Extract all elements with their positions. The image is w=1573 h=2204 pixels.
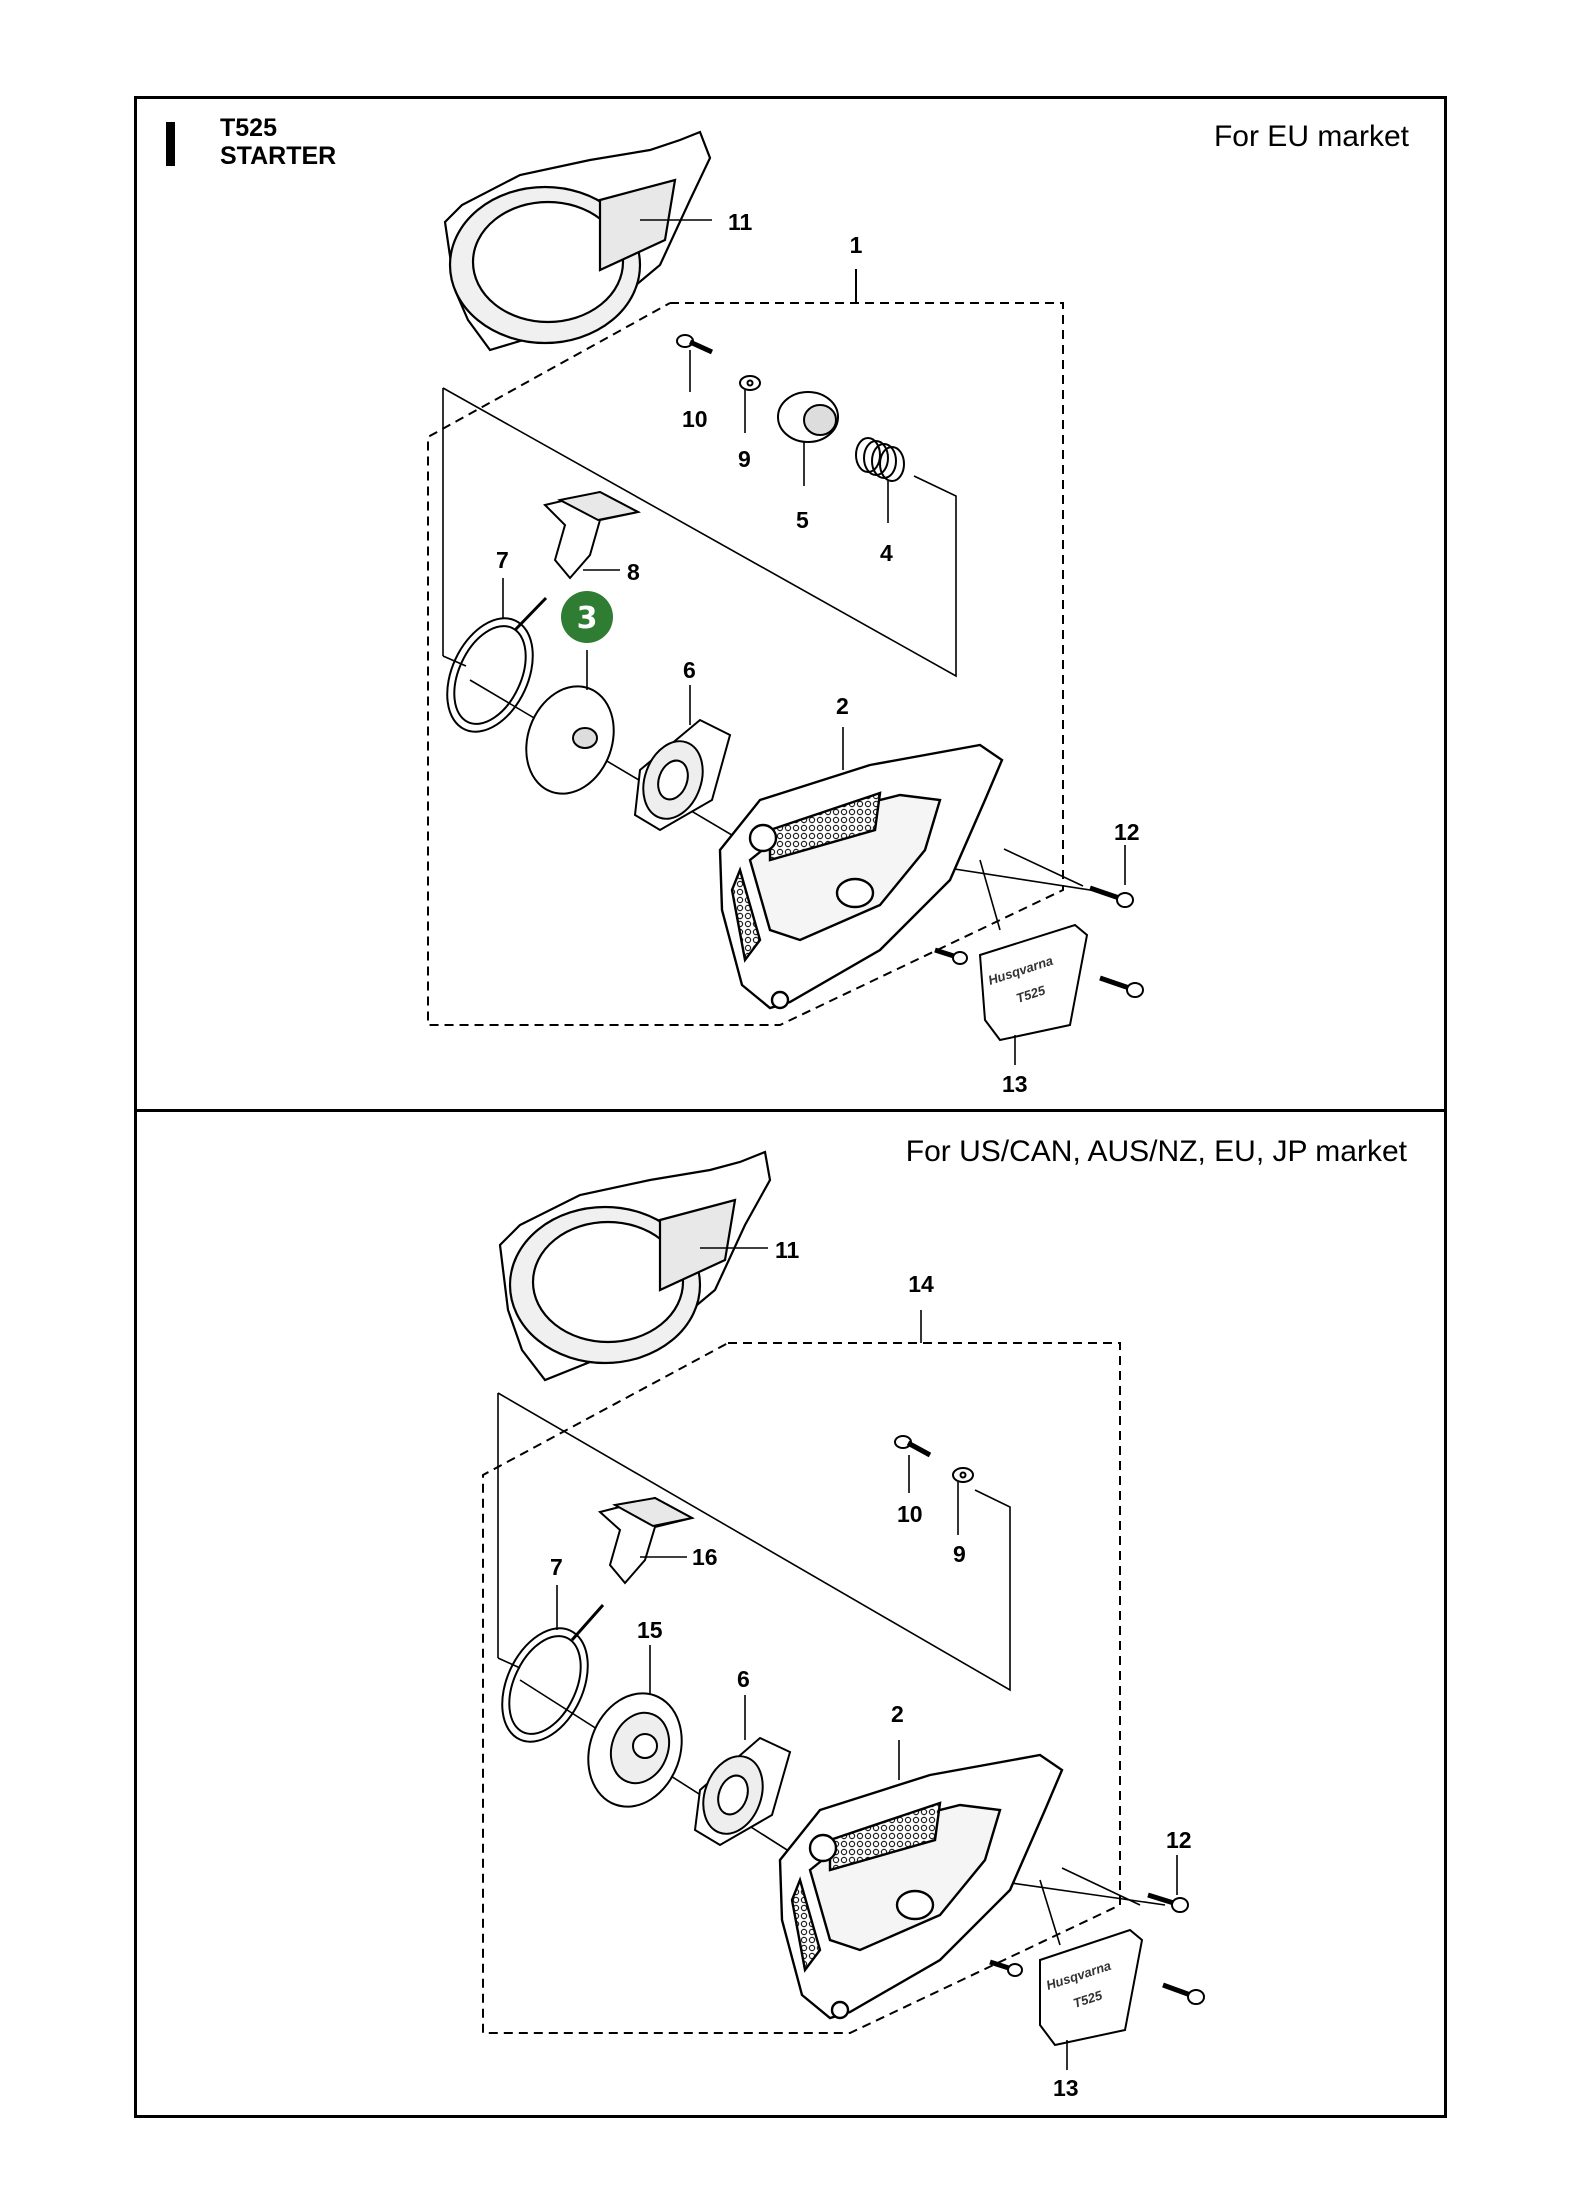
part-spring-7b <box>501 1604 605 1743</box>
callout-14: 14 <box>908 1271 934 1297</box>
part-housing-2b <box>778 1753 1064 2020</box>
drawing-frame <box>134 96 1447 2118</box>
part-decal-13b: Husqvarna T525 <box>1039 1928 1144 2047</box>
part-cover-11b <box>498 1150 772 1382</box>
part-spring-4 <box>855 437 905 482</box>
callout-7b: 7 <box>550 1554 563 1580</box>
part-screw-10b <box>894 1435 932 1458</box>
part-plate-6 <box>633 718 732 832</box>
callout-5: 5 <box>796 507 809 533</box>
part-decal-13: Husqvarna T525 <box>978 923 1089 1042</box>
callout-12: 12 <box>1114 819 1140 845</box>
callout-11: 11 <box>728 209 753 235</box>
callout-11b: 11 <box>775 1237 800 1263</box>
part-handle-16 <box>597 1496 695 1585</box>
callout-15: 15 <box>637 1617 663 1643</box>
kit-boundary-1 <box>427 302 1064 1026</box>
part-cover-11 <box>443 130 712 352</box>
part-washer-9 <box>739 375 761 391</box>
part-housing-2 <box>718 743 1004 1010</box>
part-hub-5 <box>777 391 839 443</box>
part-screw-12b <box>989 1892 1205 2005</box>
panel-global: Husqvarna T525 11 14 10 9 16 7 15 6 2 12… <box>482 1150 1205 2101</box>
part-washer-9b <box>952 1467 974 1483</box>
svg-text:3: 3 <box>577 601 598 636</box>
section-marker <box>166 122 175 166</box>
callout-2b: 2 <box>891 1701 904 1727</box>
kit-boundary-2 <box>482 1342 1121 2034</box>
callout-12b: 12 <box>1166 1827 1192 1853</box>
callout-1: 1 <box>850 232 863 258</box>
market-label-global: For US/CAN, AUS/NZ, EU, JP market <box>905 1135 1407 1168</box>
panel-divider <box>134 1109 1447 1112</box>
highlight-badge-3: 3 <box>561 591 613 643</box>
callout-6b: 6 <box>737 1666 750 1692</box>
callout-10: 10 <box>682 406 708 432</box>
part-screw-10 <box>676 334 714 355</box>
callout-13b: 13 <box>1053 2075 1079 2101</box>
part-screw-12 <box>934 885 1144 998</box>
callout-6: 6 <box>683 657 696 683</box>
callout-9: 9 <box>738 446 751 472</box>
panel-eu: Husqvarna T525 11 1 10 9 5 4 7 8 6 2 12 … <box>427 130 1144 1097</box>
part-spring-7 <box>446 596 548 733</box>
part-pulley-3 <box>525 685 615 795</box>
model-label: T525 <box>220 114 277 142</box>
section-title: STARTER <box>220 142 337 170</box>
callout-13: 13 <box>1002 1071 1028 1097</box>
callout-8: 8 <box>627 559 640 585</box>
callout-10b: 10 <box>897 1501 923 1527</box>
callout-9b: 9 <box>953 1541 966 1567</box>
part-plate-6b <box>693 1736 792 1847</box>
callout-2: 2 <box>836 693 849 719</box>
callout-4: 4 <box>880 540 893 566</box>
part-handle-8 <box>543 490 641 580</box>
callout-7: 7 <box>496 547 509 573</box>
part-pulley-15 <box>587 1692 683 1808</box>
market-label-eu: For EU market <box>1213 120 1409 153</box>
callout-16: 16 <box>692 1544 718 1570</box>
